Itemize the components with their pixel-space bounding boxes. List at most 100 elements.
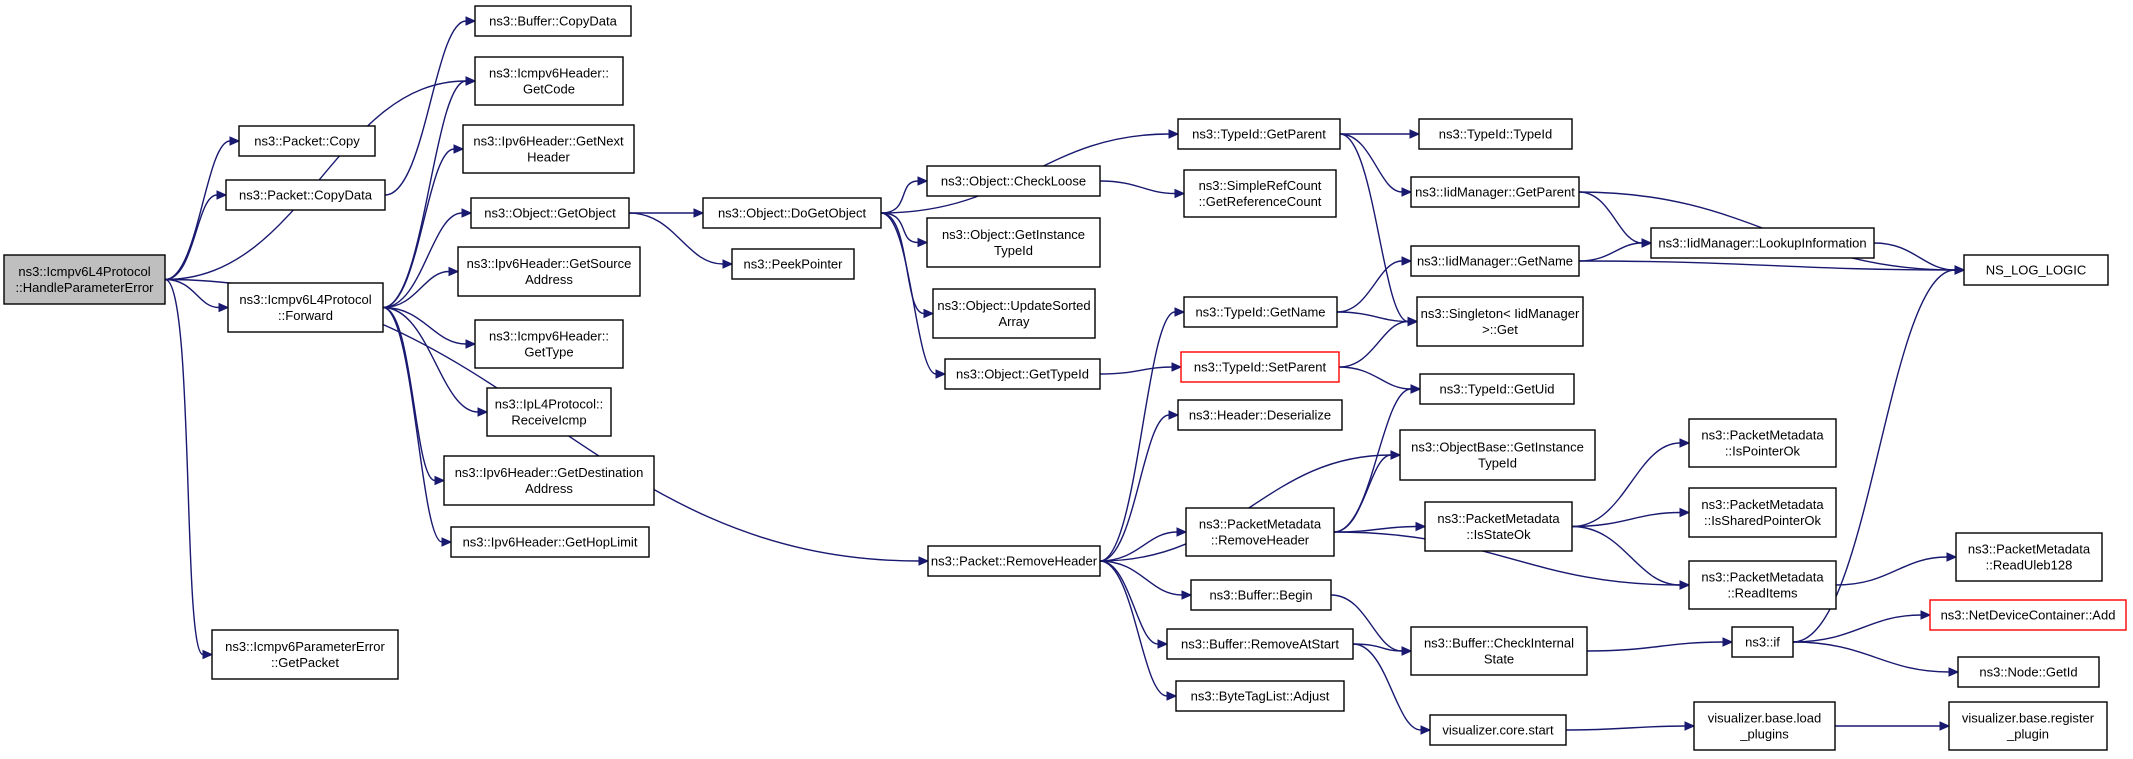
node-label: ns3::Object::DoGetObject [718,206,867,221]
node-label: visualizer.base.load [1708,711,1821,726]
node-typeid_typeid[interactable]: ns3::TypeId::TypeId [1418,118,1573,150]
node-ipv6h_gethoplimit[interactable]: ns3::Ipv6Header::GetHopLimit [450,526,650,558]
node-ipl4_receiveicmp[interactable]: ns3::IpL4Protocol::ReceiveIcmp [486,387,612,437]
node-singleton_get[interactable]: ns3::Singleton< IidManager>::Get [1416,296,1584,347]
node-label: GetCode [523,82,575,97]
node-label: TypeId [994,243,1033,258]
node-box [926,165,1101,197]
node-object_checkloose[interactable]: ns3::Object::CheckLoose [926,165,1101,197]
node-label: ns3::TypeId::SetParent [1194,360,1327,375]
node-root[interactable]: ns3::Icmpv6L4Protocol::HandleParameterEr… [3,254,166,305]
node-object_gettypeid[interactable]: ns3::Object::GetTypeId [944,358,1101,390]
node-node_getid[interactable]: ns3::Node::GetId [1957,656,2100,688]
edge-icmpv6l4_forward-to-ipv6h_getnextheader [382,144,465,309]
node-label: ns3::Icmpv6Header:: [489,329,609,344]
edge-arrowhead [465,339,477,349]
edge-line [1792,614,1922,643]
edge-arrowhead [918,556,930,566]
edge-arrowhead [935,369,947,379]
node-label: ns3::Ipv6Header::GetNext [473,134,624,149]
edge-typeid_getname-to-iidm_getname [1336,256,1413,313]
node-bytetaglist_adjust[interactable]: ns3::ByteTagList::Adjust [1175,680,1345,712]
edge-line [1565,725,1686,731]
edge-arrowhead [917,237,929,248]
edge-line [384,20,467,196]
edge-line [382,306,443,543]
node-pm_readitems[interactable]: ns3::PacketMetadata::ReadItems [1688,560,1837,610]
node-label: _plugin [2006,727,2049,742]
node-pm_ispointerok[interactable]: ns3::PacketMetadata::IsPointerOk [1688,418,1837,468]
node-box [462,124,635,174]
edge-pm_isstateok-to-pm_issharedpointerok [1571,507,1691,528]
edge-arrowhead [1171,362,1183,372]
edge-line [880,212,937,375]
node-header_deserialize[interactable]: ns3::Header::Deserialize [1177,399,1343,431]
node-icmpv6h_gettype[interactable]: ns3::Icmpv6Header::GetType [474,319,624,369]
node-iidm_lookup[interactable]: ns3::IidManager::LookupInformation [1650,227,1875,259]
node-label: ns3::TypeId::GetName [1195,305,1325,320]
edge-object_getobject-to-peekpointer [628,212,734,269]
node-label: ns3::IpL4Protocol:: [495,397,603,412]
node-label: Address [525,272,573,287]
node-label: TypeId [1478,456,1517,471]
node-viz_core_start[interactable]: visualizer.core.start [1429,714,1567,746]
node-object_dogetobject[interactable]: ns3::Object::DoGetObject [702,197,882,229]
edge-arrowhead [461,208,473,218]
node-iidm_getname[interactable]: ns3::IidManager::GetName [1410,245,1580,277]
edge-line [1873,242,1956,271]
edge-arrowhead [1401,256,1413,266]
node-ns3_if[interactable]: ns3::if [1731,626,1794,658]
node-box [1175,680,1345,712]
node-typeid_getparent[interactable]: ns3::TypeId::GetParent [1177,118,1341,150]
node-ns_log_logic[interactable]: NS_LOG_LOGIC [1963,254,2109,286]
node-box [3,254,166,305]
edge-line [1330,594,1403,652]
edge-arrowhead [1679,507,1691,518]
node-packet_copydata[interactable]: ns3::Packet::CopyData [225,179,386,211]
node-box [474,319,624,369]
node-pm_removeheader[interactable]: ns3::PacketMetadata::RemoveHeader [1185,507,1335,557]
node-srefcount_getref[interactable]: ns3::SimpleRefCount::GetReferenceCount [1183,169,1337,218]
node-icmpv6pe_getpacket[interactable]: ns3::Icmpv6ParameterError::GetPacket [211,629,399,680]
node-pm_readuleb128[interactable]: ns3::PacketMetadata::ReadUleb128 [1955,532,2103,582]
node-object_getobject[interactable]: ns3::Object::GetObject [470,197,630,229]
node-box [731,248,855,280]
nodes-layer: ns3::Icmpv6L4Protocol::HandleParameterEr… [3,5,2127,751]
node-icmpv6h_getcode[interactable]: ns3::Icmpv6Header::GetCode [474,56,624,106]
edge-arrowhead [1168,129,1180,139]
node-viz_register_plugin[interactable]: visualizer.base.register_plugin [1948,701,2108,751]
node-label: ::GetReferenceCount [1199,194,1322,209]
node-viz_load_plugins[interactable]: visualizer.base.load_plugins [1693,701,1836,751]
node-label: visualizer.core.start [1442,723,1554,738]
edge-typeid_getparent-to-typeid_typeid [1340,129,1421,139]
node-buffer_begin[interactable]: ns3::Buffer::Begin [1190,579,1332,611]
node-label: ::HandleParameterError [16,280,155,295]
node-buffer_copydata[interactable]: ns3::Buffer::CopyData [474,5,632,37]
node-box [227,282,384,333]
node-iidm_getparent[interactable]: ns3::IidManager::GetParent [1410,176,1580,208]
node-typeid_getname[interactable]: ns3::TypeId::GetName [1183,296,1338,328]
node-typeid_setparent[interactable]: ns3::TypeId::SetParent [1180,351,1340,383]
node-packet_copy[interactable]: ns3::Packet::Copy [238,125,376,157]
node-typeid_getuid[interactable]: ns3::TypeId::GetUid [1419,373,1575,405]
node-icmpv6l4_forward[interactable]: ns3::Icmpv6L4Protocol::Forward [227,282,384,333]
node-pm_isstateok[interactable]: ns3::PacketMetadata::IsStateOk [1424,501,1573,552]
node-box [1399,429,1596,481]
node-label: ns3::PacketMetadata [1199,517,1322,532]
node-netdevcont_add[interactable]: ns3::NetDeviceContainer::Add [1929,599,2127,631]
node-buffer_removeatstart[interactable]: ns3::Buffer::RemoveAtStart [1166,628,1354,660]
node-peekpointer[interactable]: ns3::PeekPointer [731,248,855,280]
node-packet_removeheader[interactable]: ns3::Packet::RemoveHeader [927,545,1101,577]
node-pm_issharedpointerok[interactable]: ns3::PacketMetadata::IsSharedPointerOk [1688,487,1837,538]
node-box [238,125,376,157]
node-label: ns3::PacketMetadata [1701,570,1824,585]
edge-arrowhead [1409,129,1421,139]
edge-pm_removeheader-to-pm_isstateok [1333,521,1427,533]
